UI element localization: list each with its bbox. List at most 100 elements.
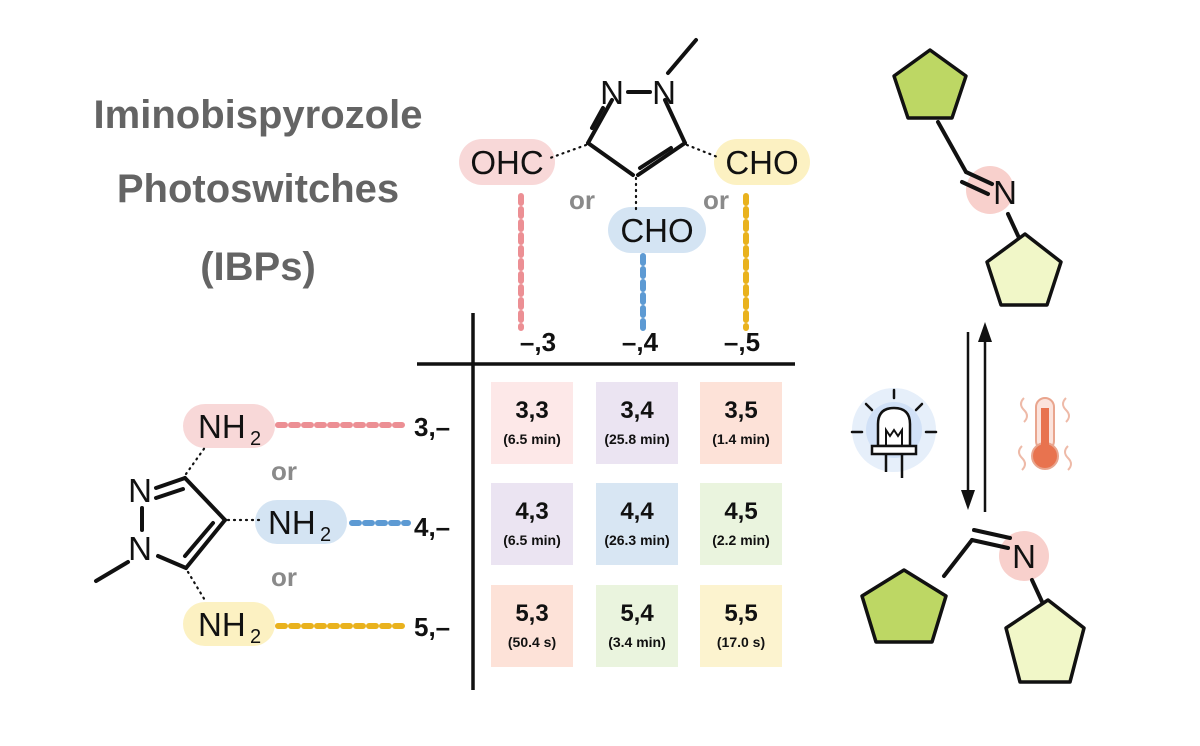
- table-cell-half-life: (50.4 s): [508, 634, 556, 650]
- amine-pill-4: [255, 500, 347, 544]
- amine-bond-n-methyl: [94, 560, 130, 583]
- table-cell-half-life: (26.3 min): [604, 532, 669, 548]
- amine-group-4: NH 2: [268, 504, 331, 546]
- amine-bond-c3-c4: [183, 476, 227, 522]
- column-header-3: –,3: [520, 327, 556, 357]
- bond-n2-c3: [586, 98, 614, 145]
- bond-c-n-top-double: [960, 180, 990, 196]
- aldehyde-group-5: CHO: [725, 144, 798, 181]
- table-cell-half-life: (2.2 min): [712, 532, 770, 548]
- bond-c-n-bottom-double: [972, 528, 1012, 540]
- table-cell-background: [491, 585, 573, 667]
- amine-pill-3: [183, 404, 275, 448]
- or-label-aldehyde-left: or: [569, 185, 595, 215]
- amine-bond-n2-c3-double: [154, 487, 185, 500]
- amine-nh-4-subscript: 2: [320, 524, 331, 546]
- arrow-up-head: [978, 322, 992, 342]
- table-cell-background: [700, 382, 782, 464]
- aldehyde-pill-3: [459, 139, 555, 185]
- imine-isomer-z: N: [860, 528, 1086, 684]
- amine-nh-3: NH: [198, 408, 246, 445]
- row-header-5: 5,–: [414, 612, 450, 642]
- table-cell-label: 3,4: [620, 397, 654, 424]
- amine-bond-c5-n1: [156, 554, 188, 570]
- half-life-table: –,3 –,4 –,5 3,– 4,– 5,– 3,3 (6.5 min) 3,4 (…: [414, 313, 795, 690]
- table-cell-label: 4,5: [724, 498, 757, 525]
- table-cell-background: [491, 483, 573, 565]
- table-cell: 3,3 (6.5 min): [491, 382, 573, 464]
- pentagon-top-light: [985, 232, 1063, 307]
- imine-atom-n-bottom: N: [1012, 538, 1036, 575]
- table-cell-label: 5,3: [515, 600, 548, 627]
- or-label-amine-top: or: [271, 456, 297, 486]
- aldehyde-group-3: OHC: [470, 144, 543, 181]
- bond-c3-c4: [586, 141, 635, 177]
- imine-isomer-e: N: [892, 48, 1063, 307]
- table-cell-label: 3,5: [724, 397, 757, 424]
- amine-nh-5: NH: [198, 606, 246, 643]
- bond-n2-c3-double: [590, 106, 605, 130]
- table-cell-label: 3,3: [515, 397, 548, 424]
- pentagon-bottom-dark: [860, 568, 948, 644]
- aldehyde-connectors: [518, 193, 749, 331]
- bond-c-n-top: [964, 170, 994, 186]
- or-label-amine-bottom: or: [271, 562, 297, 592]
- table-cells: 3,3 (6.5 min) 3,4 (25.8 min) 3,5 (1.4 min) 4,3…: [491, 382, 782, 667]
- row-header-3: 3,–: [414, 412, 450, 442]
- table-cell-background: [700, 483, 782, 565]
- bond-n-methyl: [666, 38, 698, 75]
- aldehyde-atom-n2: N: [600, 74, 624, 111]
- amine-pill-5: [183, 602, 275, 646]
- amine-bond-n2-c3: [154, 476, 187, 490]
- table-cell-background: [700, 585, 782, 667]
- table-cell: 4,4 (26.3 min): [596, 483, 678, 565]
- column-header-5: –,5: [724, 327, 760, 357]
- table-cell: 3,4 (25.8 min): [596, 382, 678, 464]
- table-cell: 5,5(17.0 s): [700, 585, 782, 667]
- table-cell-background: [596, 382, 678, 464]
- table-cell-half-life: (1.4 min): [712, 431, 770, 447]
- bond-ring-to-ch-bottom: [942, 538, 974, 578]
- title-line-3: (IBPs): [200, 245, 316, 289]
- table-cell-background: [596, 483, 678, 565]
- title-line-2: Photoswitches: [117, 167, 399, 211]
- amine-group-5: NH 2: [198, 606, 261, 648]
- amine-nh-3-subscript: 2: [250, 428, 261, 450]
- bond-n1-c5: [663, 98, 687, 145]
- column-header-4: –,4: [622, 327, 659, 357]
- table-cell-label: 4,3: [515, 498, 548, 525]
- table-cell-background: [491, 382, 573, 464]
- arrow-down-head: [961, 490, 975, 510]
- amine-bond-c4-c5: [184, 518, 227, 570]
- dotted-bond-c5: [685, 143, 722, 160]
- amine-dotted-bond-3: [184, 444, 208, 476]
- table-cell-half-life: (3.4 min): [608, 634, 666, 650]
- aldehyde-atom-n1: N: [652, 74, 676, 111]
- aldehyde-group-4: CHO: [620, 212, 693, 249]
- table-cell-label: 4,4: [620, 498, 654, 525]
- imine-atom-n-top: N: [993, 174, 1017, 211]
- table-cell-label: 5,5: [724, 600, 757, 627]
- amine-atom-n2: N: [128, 472, 152, 509]
- pentagon-top-dark: [892, 48, 968, 120]
- bond-c4-c5: [636, 141, 687, 177]
- bond-c4-c5-double: [638, 146, 673, 170]
- table-cell-half-life: (25.8 min): [604, 431, 669, 447]
- amine-dotted-bond-5: [186, 570, 208, 604]
- dotted-bond-c3: [548, 143, 588, 160]
- table-cell-background: [596, 585, 678, 667]
- amine-atom-n1: N: [128, 530, 152, 567]
- amine-bond-c4-c5-double: [183, 521, 215, 558]
- bond-c-n-bottom: [970, 538, 1010, 550]
- table-cell-label: 5,4: [620, 600, 654, 627]
- row-header-4: 4,–: [414, 512, 450, 542]
- table-cell-half-life: (6.5 min): [503, 532, 561, 548]
- aldehyde-pill-5: [714, 139, 810, 185]
- table-cell-half-life: (6.5 min): [503, 431, 561, 447]
- or-label-aldehyde-right: or: [703, 185, 729, 215]
- table-cell: 5,4 (3.4 min): [596, 585, 678, 667]
- table-cell: 3,5 (1.4 min): [700, 382, 782, 464]
- bond-n-to-ring: [1006, 212, 1022, 242]
